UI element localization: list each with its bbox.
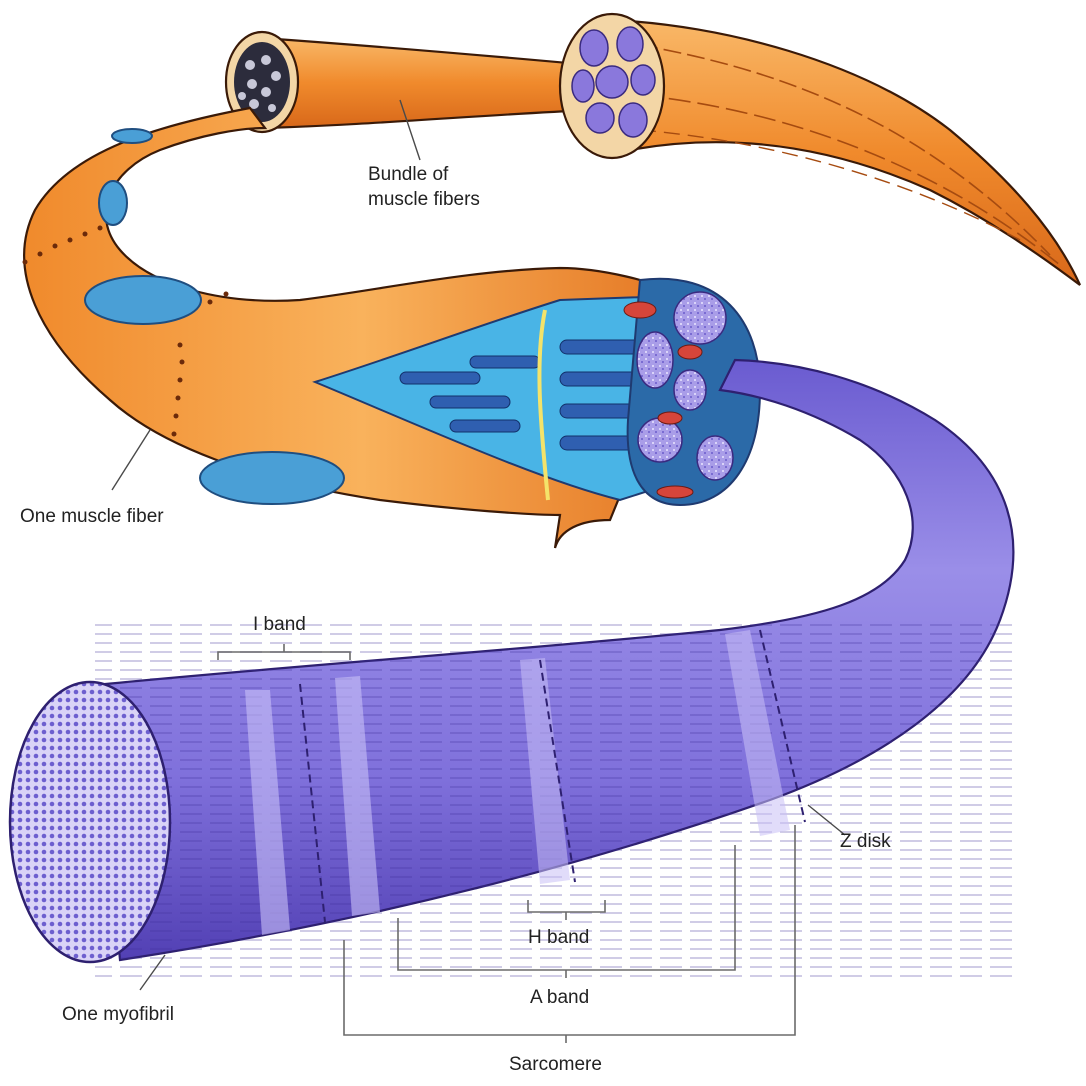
fiber-leader	[112, 430, 150, 490]
label-h-band: H band	[528, 927, 589, 948]
nucleus-3	[99, 181, 127, 225]
label-one-fiber: One muscle fiber	[20, 506, 164, 527]
label-z-disk: Z disk	[840, 831, 891, 852]
bundle-of-fibers	[262, 38, 590, 128]
label-sarcomere: Sarcomere	[509, 1054, 602, 1075]
label-i-band: I band	[253, 614, 306, 635]
nucleus-2	[200, 452, 344, 504]
nucleus-4	[112, 129, 152, 143]
bundle-cross-section	[560, 14, 664, 158]
label-bundle-line2: muscle fibers	[368, 189, 480, 210]
label-one-myofibril: One myofibril	[62, 1004, 174, 1025]
nucleus-1	[85, 276, 201, 324]
label-a-band: A band	[530, 987, 589, 1008]
tendon-bundle	[612, 20, 1080, 285]
myofibril-end-face	[10, 682, 170, 962]
label-bundle-line1: Bundle of	[368, 164, 449, 185]
